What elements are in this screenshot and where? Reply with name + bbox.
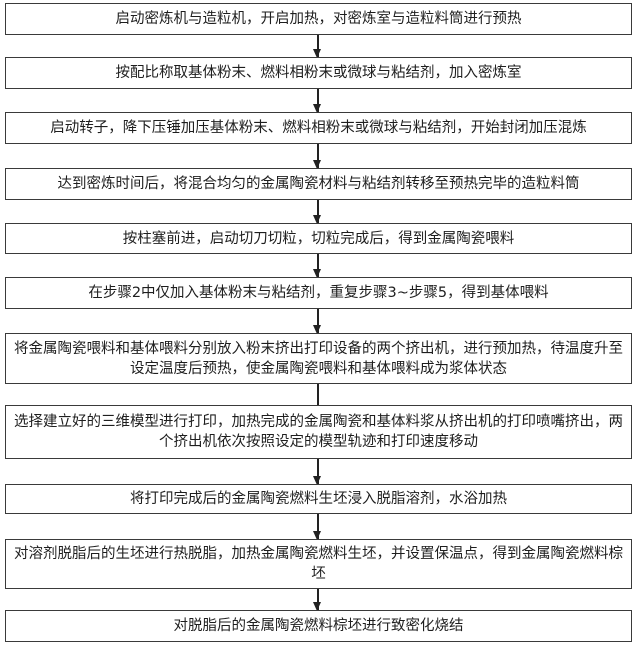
step-11-box: 对脱脂后的金属陶瓷燃料棕坯进行致密化烧结 <box>5 610 632 642</box>
step-9-text: 将打印完成后的金属陶瓷燃料生坯浸入脱脂溶剂，水浴加热 <box>130 491 507 507</box>
step-3-text: 启动转子，降下压锤加压基体粉末、燃料相粉末或微球与粘结剂，开始封闭加压混炼 <box>50 120 587 136</box>
step-4-box: 达到密炼时间后，将混合均匀的金属陶瓷材料与粘结剂转移至预热完毕的造粒料筒 <box>5 168 632 200</box>
step-11-text: 对脱脂后的金属陶瓷燃料棕坯进行致密化烧结 <box>173 618 464 634</box>
arrow-4-5 <box>314 200 320 224</box>
step-2-text: 按配比称取基体粉末、燃料相粉末或微球与粘结剂，加入密炼室 <box>115 65 522 81</box>
step-1-text: 启动密炼机与造粒机，开启加热，对密炼室与造粒料筒进行预热 <box>115 11 522 27</box>
step-7-text: 将金属陶瓷喂料和基体喂料分别放入粉末挤出打印设备的两个挤出机，进行预加热，待温度… <box>14 340 623 377</box>
arrow-3-4 <box>314 144 320 169</box>
step-10-box: 对溶剂脱脂后的生坯进行热脱脂，加热金属陶瓷燃料生坯，并设置保温点，得到金属陶瓷燃… <box>5 539 632 589</box>
arrow-10-11 <box>314 589 320 611</box>
step-8-box: 选择建立好的三维模型进行打印，加热完成的金属陶瓷和基体料浆从挤出机的打印喷嘴挤出… <box>5 405 632 459</box>
arrow-5-6 <box>314 254 320 278</box>
step-8-text: 选择建立好的三维模型进行打印，加热完成的金属陶瓷和基体料浆从挤出机的打印喷嘴挤出… <box>14 414 623 450</box>
step-4-text: 达到密炼时间后，将混合均匀的金属陶瓷材料与粘结剂转移至预热完毕的造粒料筒 <box>57 176 580 192</box>
step-1-box: 启动密炼机与造粒机，开启加热，对密炼室与造粒料筒进行预热 <box>5 3 632 35</box>
step-2-box: 按配比称取基体粉末、燃料相粉末或微球与粘结剂，加入密炼室 <box>5 57 632 89</box>
arrow-2-3 <box>314 89 320 113</box>
step-5-box: 按柱塞前进，启动切刀切粒，切粒完成后，得到金属陶瓷喂料 <box>5 223 632 254</box>
step-6-text: 在步骤2中仅加入基体粉末与粘结剂，重复步骤3~步骤5，得到基体喂料 <box>88 285 549 301</box>
arrow-6-7 <box>314 309 320 334</box>
step-6-box: 在步骤2中仅加入基体粉末与粘结剂，重复步骤3~步骤5，得到基体喂料 <box>5 277 632 309</box>
arrow-8-9 <box>314 459 320 485</box>
step-5-text: 按柱塞前进，启动切刀切粒，切粒完成后，得到金属陶瓷喂料 <box>122 230 515 247</box>
step-10-text: 对溶剂脱脂后的生坯进行热脱脂，加热金属陶瓷燃料生坯，并设置保温点，得到金属陶瓷燃… <box>14 546 623 582</box>
step-7-box: 将金属陶瓷喂料和基体喂料分别放入粉末挤出打印设备的两个挤出机，进行预加热，待温度… <box>5 333 632 384</box>
arrow-1-2 <box>314 35 320 58</box>
step-9-box: 将打印完成后的金属陶瓷燃料生坯浸入脱脂溶剂，水浴加热 <box>5 484 632 514</box>
step-3-box: 启动转子，降下压锤加压基体粉末、燃料相粉末或微球与粘结剂，开始封闭加压混炼 <box>5 112 632 144</box>
arrow-9-10 <box>314 514 320 540</box>
